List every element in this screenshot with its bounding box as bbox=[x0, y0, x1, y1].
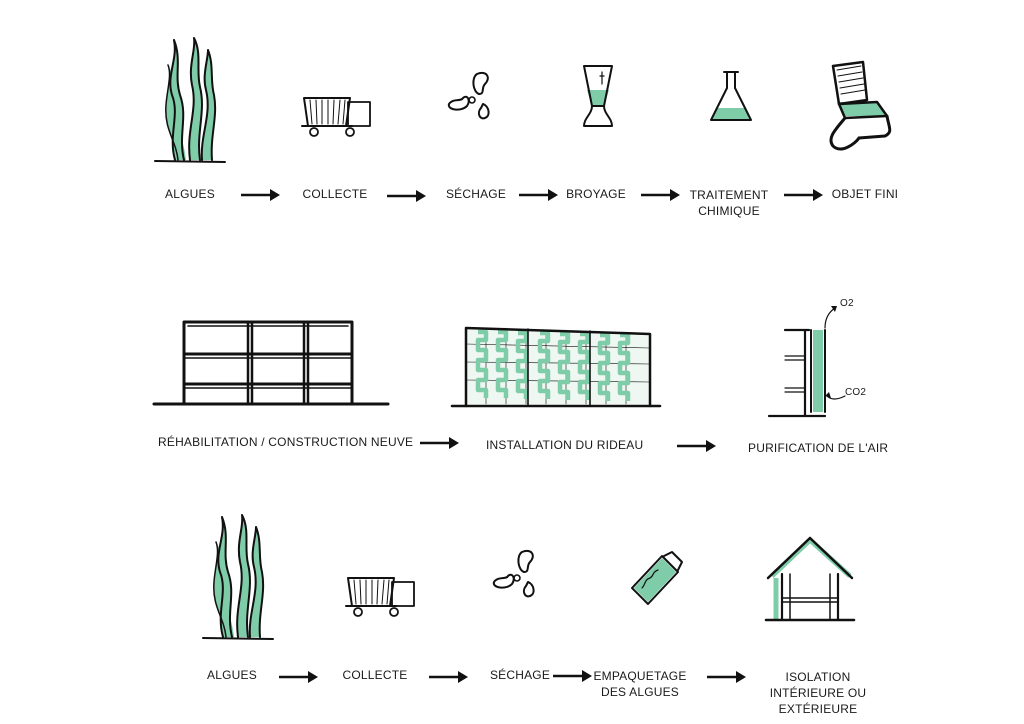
flask-icon bbox=[710, 71, 752, 121]
step-label: RÉHABILITATION / CONSTRUCTION NEUVE bbox=[158, 435, 414, 449]
arrow-right-icon bbox=[241, 189, 280, 201]
arrow-right-icon bbox=[784, 189, 823, 201]
co2-label: CO2 bbox=[845, 387, 867, 398]
step-label: ALGUES bbox=[165, 187, 215, 201]
insulated-house-icon bbox=[764, 536, 856, 622]
arrow-right-icon bbox=[707, 671, 746, 683]
cart-icon bbox=[301, 97, 371, 137]
step-label: ALGUES bbox=[207, 668, 257, 682]
arrow-right-icon bbox=[279, 671, 318, 683]
building-frame-icon bbox=[152, 320, 390, 406]
step-label: PURIFICATION DE L'AIR bbox=[748, 441, 889, 455]
air-purification-section-icon bbox=[767, 306, 846, 418]
arrow-right-icon bbox=[641, 189, 680, 201]
algae-curtain-icon bbox=[450, 326, 662, 408]
step-label: TRAITEMENT CHIMIQUE bbox=[689, 188, 769, 218]
step-label: COLLECTE bbox=[342, 668, 408, 682]
arrow-right-icon bbox=[553, 670, 592, 682]
step-label: COLLECTE bbox=[302, 187, 368, 201]
step-label: OBJET FINI bbox=[831, 187, 899, 201]
step-label: ISOLATION INTÉRIEURE OU EXTÉRIEURE bbox=[769, 670, 867, 716]
seaweed-icon bbox=[202, 514, 274, 640]
grinder-icon bbox=[583, 65, 613, 127]
seaweed-icon bbox=[154, 37, 226, 163]
step-label: INSTALLATION DU RIDEAU bbox=[486, 438, 644, 452]
cart-icon bbox=[345, 577, 415, 617]
arrow-right-icon bbox=[677, 440, 716, 452]
chair-icon bbox=[829, 60, 892, 151]
step-label: SÉCHAGE bbox=[445, 187, 507, 201]
arrow-right-icon bbox=[420, 437, 459, 449]
drying-leaves-icon bbox=[492, 550, 535, 598]
arrow-right-icon bbox=[429, 671, 468, 683]
drying-leaves-icon bbox=[447, 72, 490, 120]
arrow-right-icon bbox=[387, 190, 426, 202]
step-label: EMPAQUETAGE DES ALGUES bbox=[593, 669, 687, 699]
o2-label: O2 bbox=[840, 298, 854, 309]
arrow-right-icon bbox=[519, 189, 558, 201]
algae-package-icon bbox=[631, 551, 683, 605]
step-label: SÉCHAGE bbox=[489, 668, 551, 682]
step-label: BROYAGE bbox=[566, 187, 626, 201]
